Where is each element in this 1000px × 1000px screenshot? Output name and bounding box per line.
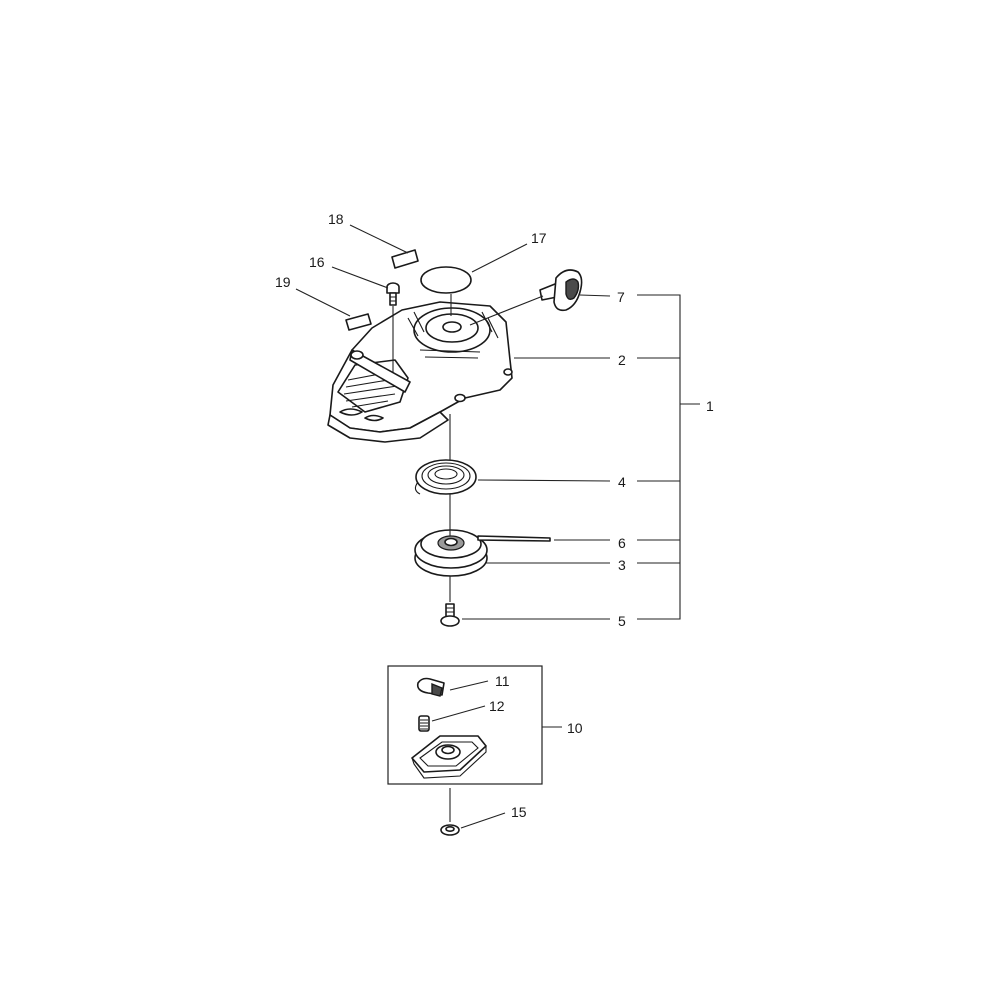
part-10-ratchet-assembly — [411, 735, 487, 779]
part-17-round-label — [420, 266, 472, 294]
callout-labels: 18 17 16 19 7 2 1 4 6 3 5 11 12 10 15 — [275, 211, 714, 820]
assembly-10-box — [387, 665, 543, 785]
callout-5: 5 — [618, 613, 626, 629]
leader-lines — [295, 224, 700, 829]
part-3-rope-reel — [414, 529, 488, 577]
callout-16: 16 — [309, 254, 325, 270]
part-5-bolt — [440, 603, 460, 627]
assembly-axis-lines — [392, 294, 452, 822]
callout-17: 17 — [531, 230, 547, 246]
callout-18: 18 — [328, 211, 344, 227]
part-19-label — [345, 313, 372, 331]
callout-1: 1 — [706, 398, 714, 414]
part-2-starter-case — [327, 301, 513, 443]
callout-15: 15 — [511, 804, 527, 820]
part-12-pawl-spring — [418, 715, 430, 732]
part-7-starter-handle — [539, 269, 583, 312]
part-6-starter-rope — [477, 535, 551, 542]
callout-10: 10 — [567, 720, 583, 736]
part-16-screw — [386, 282, 400, 306]
callout-12: 12 — [489, 698, 505, 714]
callout-11: 11 — [495, 673, 510, 689]
callout-6: 6 — [618, 535, 626, 551]
callout-2: 2 — [618, 352, 626, 368]
callout-3: 3 — [618, 557, 626, 573]
callout-19: 19 — [275, 274, 291, 290]
part-18-label — [391, 249, 419, 269]
part-11-pawl — [416, 677, 445, 697]
part-4-spiral-spring — [414, 459, 477, 495]
callout-7: 7 — [617, 289, 625, 305]
callout-4: 4 — [618, 474, 626, 490]
part-15-washer — [440, 824, 460, 836]
